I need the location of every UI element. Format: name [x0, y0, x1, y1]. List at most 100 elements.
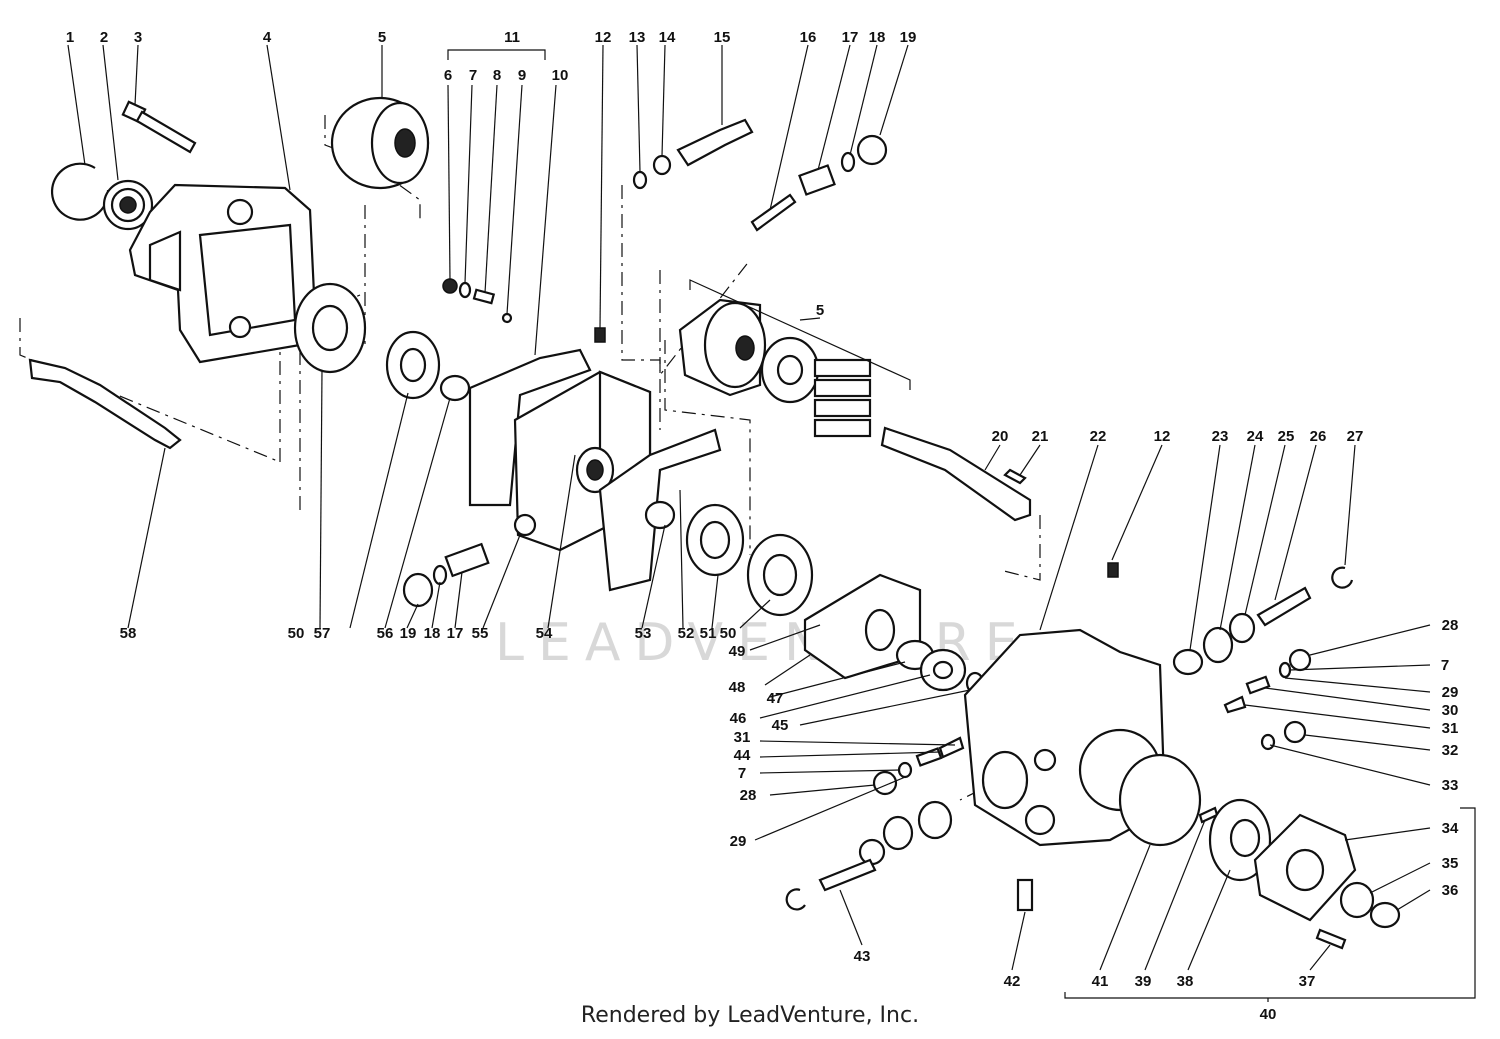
callout-55: 55	[472, 625, 489, 642]
spring-17	[798, 164, 836, 196]
bolt-long	[121, 100, 197, 154]
callout-53: 53	[635, 625, 652, 642]
callout-45: 45	[772, 717, 789, 734]
retaining-ring-left	[51, 162, 110, 221]
set-screw-top	[594, 327, 606, 343]
callout-18b: 18	[424, 625, 441, 642]
callout-12b: 12	[1154, 428, 1171, 445]
callout-56: 56	[377, 625, 394, 642]
pistons	[813, 358, 872, 438]
callout-21: 21	[1032, 428, 1049, 445]
cylinder-block-right	[678, 298, 767, 397]
retaining-ring-43	[785, 888, 806, 911]
thrust-washer-left	[293, 282, 367, 374]
callout-22: 22	[1090, 428, 1107, 445]
cylinder-block-left	[330, 96, 430, 190]
drive-shaft-left	[28, 358, 182, 450]
pump-shaft-right	[880, 426, 1032, 522]
set-screw-42	[1016, 878, 1034, 912]
pin-43	[818, 858, 877, 892]
key-21	[1003, 468, 1027, 485]
callout-37: 37	[1299, 973, 1316, 990]
control-shaft-15	[676, 118, 754, 167]
callout-38: 38	[1177, 973, 1194, 990]
callout-51: 51	[700, 625, 717, 642]
footer-credit: Rendered by LeadVenture, Inc.	[580, 1003, 920, 1028]
callout-25: 25	[1278, 428, 1295, 445]
callout-42: 42	[1004, 973, 1021, 990]
callout-48: 48	[729, 679, 746, 696]
callout-6: 6	[444, 67, 452, 84]
plug-19	[856, 134, 888, 166]
o-ring-41	[1118, 753, 1202, 847]
callout-28: 28	[1442, 617, 1459, 634]
thrust-washer-right	[746, 533, 814, 617]
callout-9: 9	[518, 67, 526, 84]
washer-25	[1228, 612, 1256, 644]
callout-12: 12	[595, 29, 612, 46]
check-valve-group-top	[442, 278, 513, 324]
needle-bearing-left	[439, 374, 471, 402]
needle-bearing-23	[1172, 648, 1204, 676]
callout-33: 33	[1442, 777, 1459, 794]
callout-10: 10	[552, 67, 569, 84]
callout-40: 40	[1260, 1006, 1277, 1023]
callout-11: 11	[504, 29, 520, 46]
callout-17: 17	[842, 29, 859, 46]
callout-30: 30	[1442, 702, 1459, 719]
motor-housing	[128, 183, 317, 364]
gasket-left	[468, 348, 592, 507]
callout-15: 15	[714, 29, 731, 46]
callout-2: 2	[100, 29, 108, 46]
washer-14	[652, 154, 672, 176]
callout-16: 16	[800, 29, 817, 46]
callout-labels: 1 2 3 4 5 6 7 8 9 10 11 12 13 14 15 16 1…	[66, 29, 1459, 1023]
callout-43: 43	[854, 948, 871, 965]
callout-24: 24	[1247, 428, 1264, 445]
callout-5: 5	[378, 29, 386, 46]
check-valve-group-left	[872, 736, 965, 796]
callout-32: 32	[1442, 742, 1459, 759]
callout-35: 35	[1442, 855, 1459, 872]
pin-26	[1256, 586, 1312, 627]
callout-47: 47	[767, 690, 784, 707]
callout-13: 13	[629, 29, 646, 46]
callout-39: 39	[1135, 973, 1152, 990]
leader-lines	[67, 44, 1476, 1002]
callout-41: 41	[1092, 973, 1109, 990]
callout-17b: 17	[447, 625, 464, 642]
callout-46: 46	[730, 710, 747, 727]
bottom-bearings	[858, 800, 953, 866]
callout-7b: 7	[1441, 657, 1449, 674]
callout-34: 34	[1442, 820, 1459, 837]
callout-29: 29	[1442, 684, 1459, 701]
callout-50b: 50	[288, 625, 305, 642]
callout-27: 27	[1347, 428, 1364, 445]
seal-36	[1369, 901, 1401, 929]
ball-bearing-left	[102, 179, 154, 231]
callout-19: 19	[900, 29, 917, 46]
callout-57: 57	[314, 625, 331, 642]
spring-16	[750, 193, 797, 232]
bearing-35	[1339, 881, 1375, 919]
o-ring-13	[632, 170, 648, 190]
retaining-ring-27	[1331, 566, 1354, 589]
charge-pump-cover-34	[1253, 813, 1357, 922]
callout-52: 52	[678, 625, 695, 642]
callout-5b: 5	[816, 302, 824, 319]
gasket-right	[598, 428, 722, 592]
callout-54: 54	[536, 625, 553, 642]
callout-20: 20	[992, 428, 1009, 445]
bearing-46	[919, 648, 967, 692]
callout-29b: 29	[730, 833, 747, 850]
callout-50: 50	[720, 625, 737, 642]
seal-24	[1202, 626, 1234, 664]
relief-valve-left	[402, 542, 490, 608]
callout-36: 36	[1442, 882, 1459, 899]
o-ring-18	[840, 151, 856, 173]
check-valve-group-right	[1223, 648, 1312, 751]
piston-retainer	[760, 336, 820, 404]
callout-49: 49	[729, 643, 746, 660]
callout-23: 23	[1212, 428, 1229, 445]
